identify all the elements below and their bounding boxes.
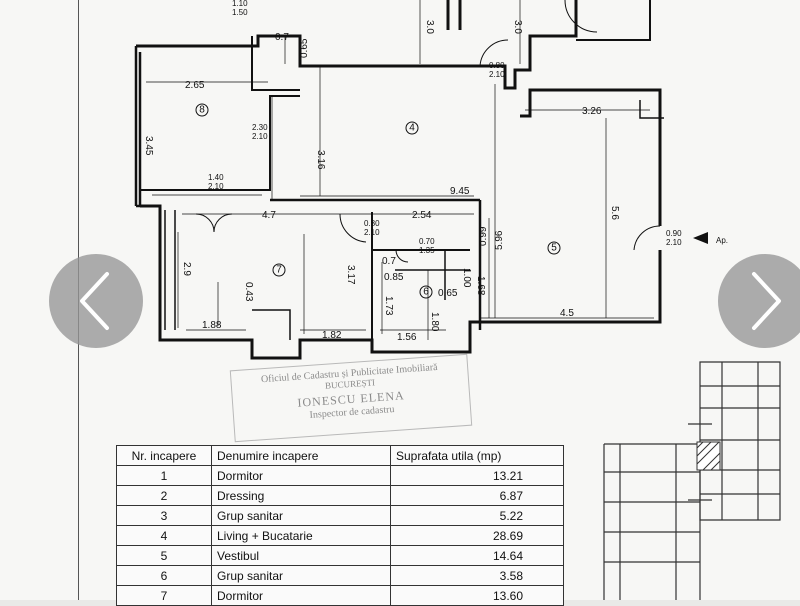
room-area-cell: 5.22 (390, 505, 564, 526)
room-number-cell: 7 (116, 585, 212, 606)
dimension-label: 3.0 (424, 20, 435, 34)
dimension-label: 3.17 (345, 265, 356, 285)
room-area-cell: 13.60 (390, 585, 564, 606)
dimension-label: 2.65 (185, 80, 205, 91)
dimension-label: 1.73 (383, 296, 394, 316)
dimension-label: 3.26 (582, 106, 602, 117)
column-header: Denumire incapere (211, 445, 391, 466)
room-area-cell: 14.64 (390, 545, 564, 566)
column-header: Suprafata utila (mp) (390, 445, 564, 466)
chevron-left-icon (80, 272, 109, 330)
dimension-label: 0.43 (243, 282, 254, 302)
room-8-marker (195, 103, 209, 117)
dimension-label: 3.45 (143, 136, 154, 156)
dimension-label: 1.00 (461, 268, 472, 288)
table-header-row: Nr. incapere Denumire incapere Suprafata… (116, 445, 564, 466)
previous-image-button[interactable] (49, 254, 143, 348)
dimension-label: 2.54 (412, 210, 432, 221)
room-number-4: 4 (409, 123, 415, 134)
room-name-cell: Grup sanitar (211, 565, 391, 586)
dimension-label: 3.0 (512, 20, 523, 34)
room-number-cell: 4 (116, 525, 212, 546)
next-image-button[interactable] (718, 254, 800, 348)
room-number-cell: 3 (116, 505, 212, 526)
room-area-cell: 6.87 (390, 485, 564, 506)
room-name-cell: Dressing (211, 485, 391, 506)
dimension-label: 1.82 (322, 330, 342, 341)
room-area-cell: 13.21 (390, 465, 564, 486)
dimension-label: 0.7 (382, 256, 396, 267)
room-number-cell: 5 (116, 545, 212, 566)
dimension-label: 0.99 (478, 226, 489, 246)
room-area-cell: 3.58 (390, 565, 564, 586)
dimension-label: 5.96 (494, 230, 505, 250)
dimension-label: 0.65 (299, 38, 310, 58)
dimension-label: 1.56 (397, 332, 417, 343)
rooms-table: Nr. incapere Denumire incapere Suprafata… (116, 445, 564, 606)
room-number-cell: 6 (116, 565, 212, 586)
entrance-label: Ap. (716, 236, 728, 245)
dimension-label: 0.85 (384, 272, 404, 283)
chevron-right-icon (752, 272, 781, 330)
dimension-label: 1.88 (202, 320, 222, 331)
dimension-label: 3.16 (315, 150, 326, 170)
room-name-cell: Dormitor (211, 585, 391, 606)
room-number-6: 6 (423, 287, 429, 298)
room-number-8: 8 (199, 105, 205, 116)
dimension-label: 1.68 (475, 276, 486, 296)
dimension-label: 5.6 (609, 206, 620, 220)
dimension-label: 0.65 (438, 288, 458, 299)
column-header: Nr. incapere (116, 445, 212, 466)
room-area-cell: 28.69 (390, 525, 564, 546)
room-name-cell: Vestibul (211, 545, 391, 566)
dimension-label: 0.7 (275, 32, 289, 43)
room-number-cell: 1 (116, 465, 212, 486)
room-number-cell: 2 (116, 485, 212, 506)
room-4-marker (405, 121, 419, 135)
dimension-label: 2.9 (181, 262, 192, 276)
room-name-cell: Dormitor (211, 465, 391, 486)
dimension-label: 4.5 (560, 308, 574, 319)
room-5-marker (547, 241, 561, 255)
room-number-7: 7 (276, 265, 282, 276)
room-number-5: 5 (551, 243, 557, 254)
room-name-cell: Grup sanitar (211, 505, 391, 526)
dimension-label: 9.45 (450, 186, 470, 197)
room-6-marker (419, 285, 433, 299)
dimension-label: 4.7 (262, 210, 276, 221)
room-7-marker (272, 263, 286, 277)
room-name-cell: Living + Bucatarie (211, 525, 391, 546)
dimension-label: 1.80 (429, 312, 440, 332)
